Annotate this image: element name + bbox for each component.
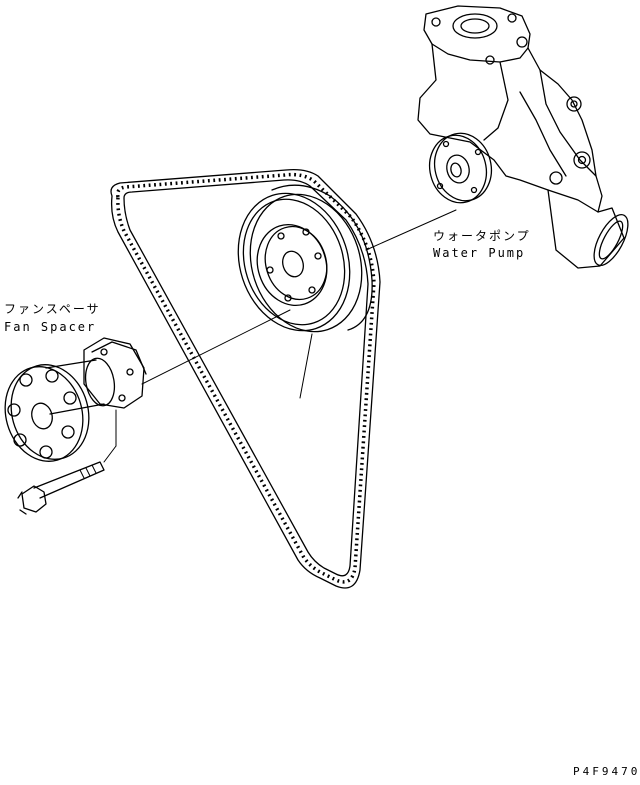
pump-bolt-boss	[573, 151, 591, 169]
pump-hub-bore	[450, 162, 462, 178]
pump-body-rib	[539, 69, 597, 177]
belt-inner-edge	[123, 179, 369, 577]
water-pump	[417, 5, 629, 269]
pulley-bolt-hole	[314, 252, 322, 260]
spacer-flange-hole	[118, 394, 126, 402]
pump-flange	[428, 134, 488, 204]
pump-flange-rim	[433, 132, 493, 202]
spacer-plate-hole	[45, 369, 59, 383]
belt-leader-line	[299, 333, 313, 399]
fan-spacer-label-jp: ファンスペーサ	[4, 302, 101, 316]
bolt-shank	[33, 461, 105, 499]
spacer-body	[45, 359, 105, 415]
belt-teeth	[115, 172, 376, 584]
pulley-front-face	[237, 192, 351, 332]
bolt-thread	[79, 464, 97, 479]
pump-inlet-pipe	[547, 189, 625, 269]
pump-flange-bolt-hole	[474, 148, 482, 156]
pulley-bolt-hole	[284, 294, 292, 302]
spacer-flange-hole	[100, 348, 108, 356]
fan-spacer-label-en: Fan Spacer	[4, 320, 97, 334]
spacer-plate-hole	[39, 445, 53, 459]
pulley-center-bore	[282, 250, 304, 278]
pump-bolt-hole	[507, 13, 517, 23]
water-pump-label-en: Water Pump	[433, 246, 526, 260]
pump-axis-line	[365, 209, 457, 251]
spacer-rear-flange	[83, 337, 145, 409]
pulley-back-edge	[271, 184, 373, 331]
pulley-bolt-hole	[266, 266, 274, 274]
spacer-rear-flange-edge	[91, 341, 147, 375]
pump-flange-bolt-hole	[436, 182, 444, 190]
spacer-plate-hole	[7, 403, 21, 417]
pulley-bolt-hole	[308, 286, 316, 294]
spacer-flange-hole	[126, 368, 134, 376]
bolt-head	[21, 485, 47, 513]
mounting-bolt	[17, 461, 105, 515]
pulley-bolt-hole	[302, 228, 310, 236]
spacer-body-end	[84, 357, 116, 407]
spacer-plate-hole	[19, 373, 33, 387]
bolt-flange	[17, 491, 27, 515]
pulley-hub	[256, 223, 328, 307]
pump-inlet-port-inner	[598, 220, 624, 260]
pulley-to-spacer-axis-line	[141, 309, 291, 385]
pump-flange-bolt-hole	[442, 140, 450, 148]
bolt-leader-line-tail	[103, 445, 117, 463]
pump-bolt-hole	[516, 36, 528, 48]
pulley-bolt-hole	[277, 232, 285, 240]
pulley-front-face-inner	[242, 198, 346, 326]
pump-bolt-boss	[549, 171, 563, 185]
pump-body-rib	[483, 61, 509, 141]
pump-outlet-port	[452, 13, 498, 39]
pump-inlet-port	[593, 213, 629, 267]
pump-bolt-hole	[431, 17, 441, 27]
pump-bolt-boss	[566, 96, 582, 112]
pump-body	[417, 43, 603, 213]
pulley-rim-groove	[249, 193, 363, 333]
belt-outer-edge	[110, 168, 381, 589]
spacer-center-bore	[31, 402, 53, 430]
pump-body-rib	[519, 91, 567, 177]
spacer-plate-hole	[13, 433, 27, 447]
leader-lines	[103, 209, 457, 463]
spacer-plate-hole	[61, 425, 75, 439]
pump-flange-bolt-hole	[470, 186, 478, 194]
pump-bolt-boss-hole	[570, 100, 578, 108]
crankshaft-pulley	[237, 184, 373, 333]
drawing-number: P4F9470	[573, 765, 640, 778]
pump-hub	[446, 154, 470, 184]
fan-spacer	[4, 337, 147, 462]
v-belt	[110, 168, 381, 589]
spacer-front-plate-rim	[10, 364, 90, 460]
spacer-plate-hole	[63, 391, 77, 405]
pump-bolt-boss-hole	[577, 155, 587, 165]
water-pump-label-jp: ウォータポンプ	[433, 229, 531, 243]
pump-bolt-hole	[485, 55, 495, 65]
pump-outlet-port-inner	[460, 18, 490, 34]
